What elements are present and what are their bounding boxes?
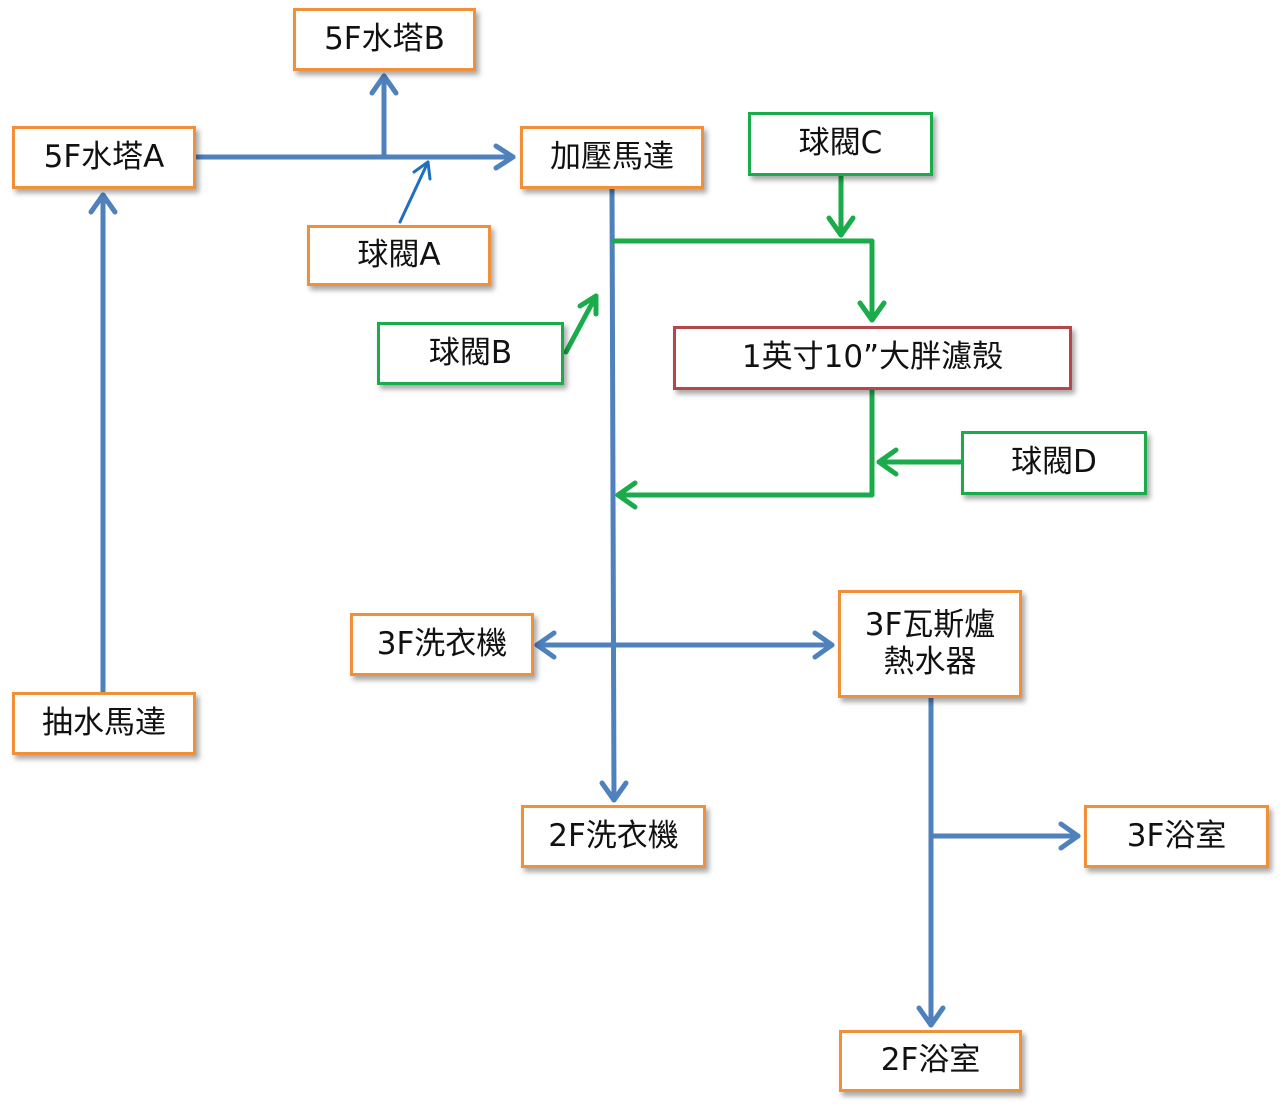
node-2f-washer-label: 2F洗衣機 [548, 817, 679, 854]
valve-a-pointer [398, 160, 430, 224]
node-5f-tower-b: 5F水塔B [293, 8, 476, 71]
arrow-head-3f-washer [534, 630, 557, 660]
bypass-inlet [611, 238, 875, 323]
arrow-head-filter [857, 300, 887, 323]
pipe-booster-down [609, 186, 617, 803]
node-5f-tower-b-label: 5F水塔B [324, 20, 445, 57]
node-3f-gas-water-heater-line2: 熱水器 [883, 644, 977, 680]
node-booster-motor-label: 加壓馬達 [550, 138, 674, 175]
arrow-head-heater [812, 630, 835, 660]
node-pump-motor-label: 抽水馬達 [42, 704, 166, 741]
node-3f-bathroom-label: 3F浴室 [1126, 817, 1227, 854]
arrow-head-2f-washer [599, 780, 629, 803]
node-valve-b: 球閥B [377, 322, 564, 385]
valve-b-pointer [563, 293, 599, 355]
valve-c-pointer-head [826, 215, 856, 238]
node-filter-housing: 1英寸10”大胖濾殼 [673, 326, 1072, 390]
node-valve-c-label: 球閥C [798, 125, 883, 162]
arrow-head-3f-bath [1058, 821, 1081, 851]
node-5f-tower-a: 5F水塔A [12, 126, 196, 189]
node-2f-bathroom: 2F浴室 [839, 1030, 1022, 1092]
node-filter-housing-label: 1英寸10”大胖濾殼 [741, 339, 1004, 376]
arrow-head-bypass-return [615, 480, 638, 510]
node-pump-motor: 抽水馬達 [12, 692, 196, 755]
node-valve-c: 球閥C [748, 112, 933, 176]
node-3f-washer-label: 3F洗衣機 [376, 625, 508, 662]
node-valve-b-label: 球閥B [428, 334, 513, 371]
node-booster-motor: 加壓馬達 [520, 126, 704, 189]
node-3f-washer: 3F洗衣機 [350, 613, 534, 676]
node-3f-gas-water-heater: 3F瓦斯爐 熱水器 [838, 590, 1022, 698]
node-valve-d: 球閥D [961, 431, 1147, 495]
node-valve-a: 球閥A [307, 225, 491, 286]
valve-a-pointer-head [412, 160, 432, 181]
node-3f-gas-water-heater-line1: 3F瓦斯爐 [864, 606, 996, 643]
node-2f-washer: 2F洗衣機 [521, 805, 706, 868]
node-valve-a-label: 球閥A [357, 236, 441, 273]
bypass-outlet [615, 387, 875, 498]
valve-b-pointer-head [577, 293, 599, 317]
arrow-head-tower-a [88, 192, 118, 215]
arrow-head-2f-bath [916, 1005, 946, 1028]
valve-d-pointer-head [876, 447, 899, 477]
node-5f-tower-a-label: 5F水塔A [43, 138, 165, 175]
node-2f-bathroom-label: 2F浴室 [880, 1042, 981, 1079]
arrow-head-tower-b [369, 73, 399, 96]
arrow-head-booster [493, 143, 516, 171]
node-3f-bathroom: 3F浴室 [1084, 805, 1269, 868]
node-valve-d-label: 球閥D [1011, 444, 1097, 481]
